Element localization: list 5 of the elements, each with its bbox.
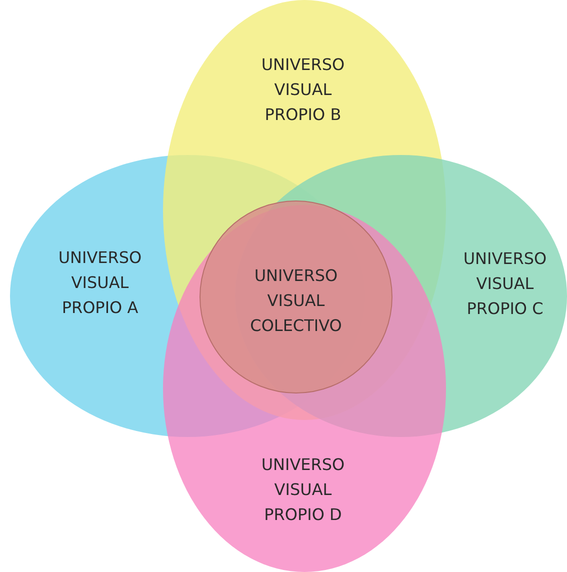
set-label: UNIVERSO VISUAL PROPIO C <box>462 248 548 320</box>
set-label: UNIVERSO VISUAL PROPIO D <box>260 454 346 526</box>
set-label: UNIVERSO VISUAL PROPIO B <box>260 54 346 126</box>
set-label: UNIVERSO VISUAL COLECTIVO <box>249 265 343 337</box>
set-label: UNIVERSO VISUAL PROPIO A <box>57 247 143 319</box>
